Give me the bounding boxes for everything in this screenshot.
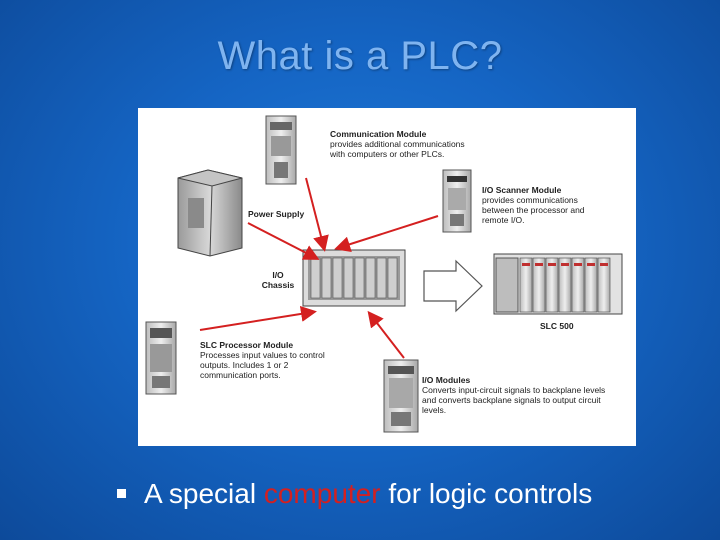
slc500-label: SLC 500 xyxy=(540,321,574,331)
io-chassis-label: I/O Chassis xyxy=(261,270,295,290)
slc-processor-module-image xyxy=(145,321,177,395)
io-modules-image xyxy=(383,359,419,433)
power-supply-label: Power Supply xyxy=(248,209,305,219)
bullet-prefix: A special xyxy=(144,478,264,509)
io-scanner-module-image xyxy=(442,169,472,233)
hollow-arrow-shape xyxy=(423,259,483,313)
communication-module-image xyxy=(265,115,297,185)
io-scanner-label: I/O Scanner Module provides communicatio… xyxy=(482,185,585,225)
power-supply-image xyxy=(177,169,243,257)
bullet-text: A special computer for logic controls xyxy=(144,478,592,510)
slc500-rack-image xyxy=(493,253,623,315)
bullet-highlight: computer xyxy=(263,478,381,509)
io-chassis-image xyxy=(302,249,406,307)
red-pointer-arrows xyxy=(199,177,439,359)
bullet-suffix: for logic controls xyxy=(380,478,593,509)
communication-module-label: Communication Module provides additional… xyxy=(330,129,465,159)
plc-diagram-illustration xyxy=(145,115,623,433)
plc-diagram: Communication Module provides additional… xyxy=(138,108,636,446)
slide-title: What is a PLC? xyxy=(217,34,503,78)
bullet-marker xyxy=(117,489,126,498)
slc-processor-label: SLC Processor Module Processes input val… xyxy=(200,340,325,380)
io-modules-label: I/O Modules Converts input-circuit signa… xyxy=(422,375,606,415)
